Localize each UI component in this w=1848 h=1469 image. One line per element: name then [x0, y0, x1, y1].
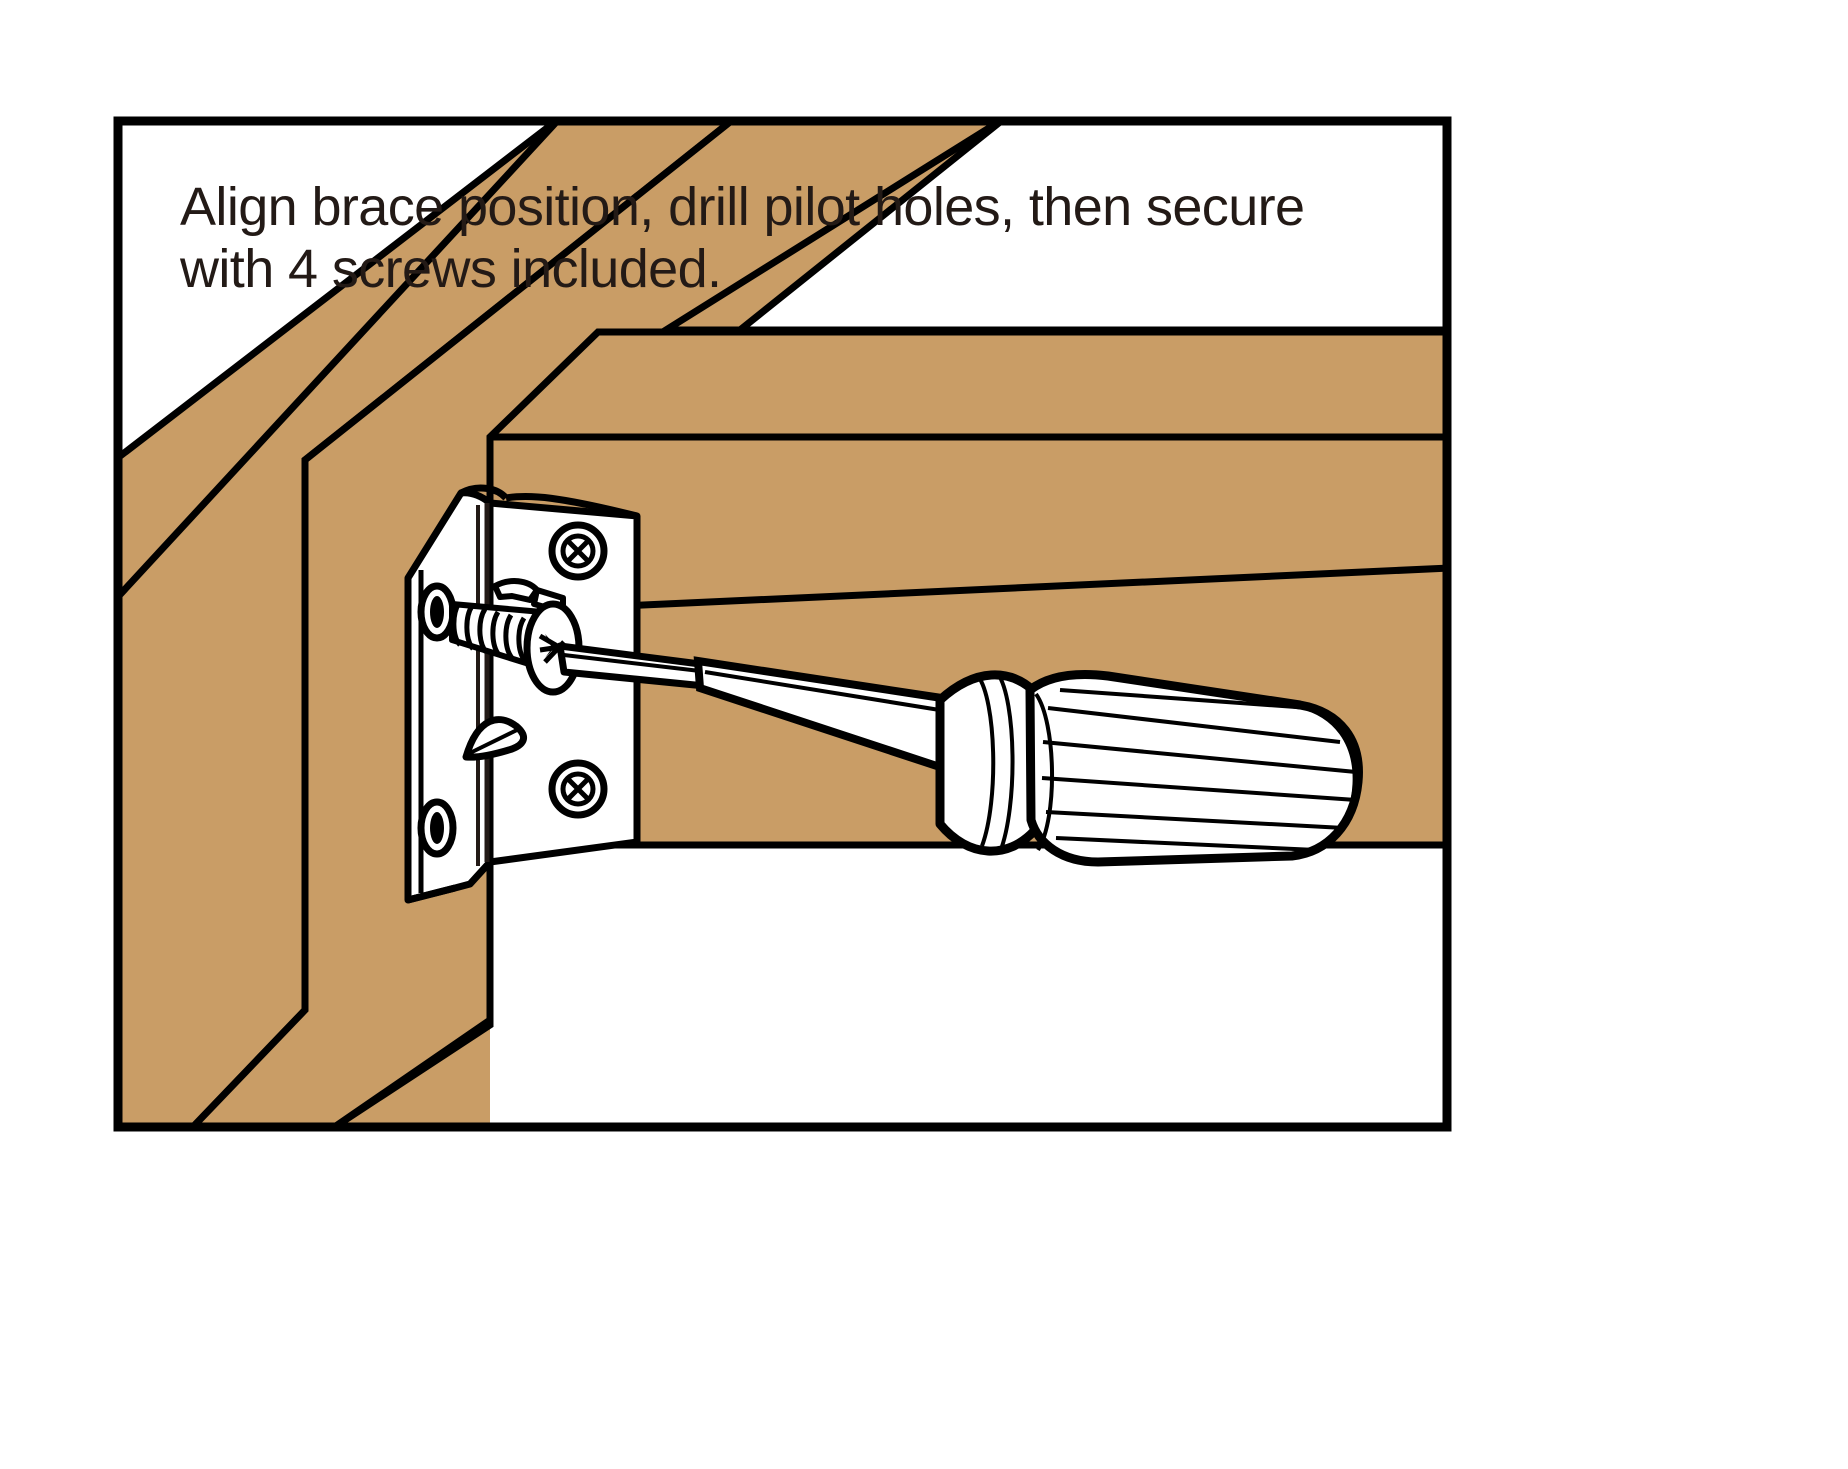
scene-contents [115, 118, 1450, 1130]
lower-screw-head [548, 759, 608, 819]
upper-screw-head [548, 521, 608, 581]
lower-pilot-hole [417, 798, 457, 858]
upper-pilot-hole [417, 582, 457, 642]
screwdriver [556, 642, 1363, 867]
caption-line-1: Align brace position, drill pilot holes,… [180, 177, 1304, 237]
caption-block: Align brace position, drill pilot holes,… [179, 177, 1305, 299]
caption-line-2: with 4 screws included. [179, 239, 721, 299]
handle-flutes [1041, 688, 1357, 852]
corner-brace [404, 484, 641, 904]
illustration-border [113, 116, 1452, 1132]
brace-stamped-rib [462, 716, 527, 761]
